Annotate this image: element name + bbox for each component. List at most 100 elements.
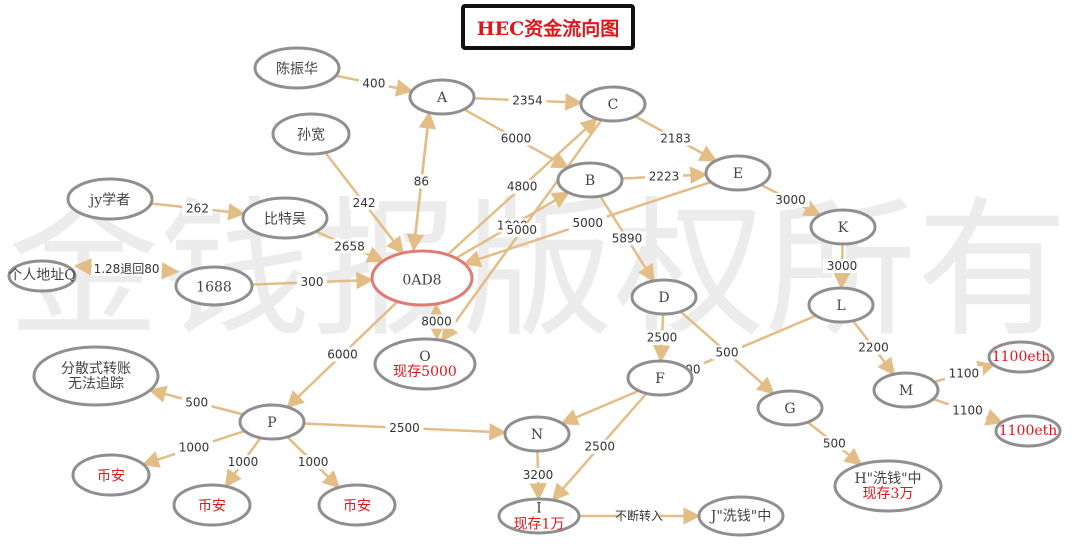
node-ellipse [66, 177, 154, 221]
edge-label-A-to-C: 2354 [512, 94, 543, 108]
node-ellipse [626, 359, 694, 397]
node-label: 分散式转账 [61, 361, 131, 377]
node-ellipse [579, 85, 647, 123]
node-label: 币安 [343, 498, 371, 514]
node-ellipse [809, 208, 877, 246]
edge-label-bg [358, 76, 389, 91]
node-hub: 0AD8 [370, 249, 474, 307]
edge-label-bg [297, 275, 328, 290]
node-label: L [836, 298, 845, 314]
edge-label-bg [224, 455, 263, 470]
edge-label-bg [568, 215, 607, 230]
edge-label-bg [385, 421, 424, 435]
edge-label-bg [823, 259, 861, 273]
edge-label-bg [323, 347, 362, 362]
node-ellipse [503, 415, 571, 453]
node-label: D [658, 290, 669, 306]
node-N: N [503, 415, 571, 453]
edges-layer: 4002354600021832223890862424800100050005… [73, 74, 1004, 525]
node-ellipse [630, 278, 698, 316]
node-ellipse [697, 495, 785, 537]
node-label: I [536, 501, 542, 517]
node-e1100a: 1100eth [987, 340, 1055, 374]
node-ellipse [317, 483, 397, 527]
node-label: 1688 [196, 279, 232, 295]
node-K: K [809, 208, 877, 246]
edge-label-bg [712, 345, 742, 360]
edge-label-L-to-M: 2200 [858, 341, 889, 355]
edge-label-sun-to-hub: 242 [353, 196, 376, 210]
node-E: E [704, 154, 772, 192]
edge-label-bg [503, 179, 542, 194]
edge-label-I-to-J: 不断转入 [615, 508, 663, 523]
node-label: 陈振华 [276, 60, 318, 77]
node-chen: 陈振华 [253, 46, 341, 90]
node-label: A [436, 90, 448, 106]
node-ellipse [241, 196, 329, 240]
node-A: A [408, 78, 476, 116]
edge-label-G-to-H: 500 [823, 436, 846, 450]
edge-label-bg [410, 174, 433, 189]
node-ellipse [71, 453, 151, 497]
edge-label-B-to-D: 5890 [612, 232, 643, 246]
edge-label-bg [620, 509, 658, 523]
edge-label-bg [944, 366, 983, 381]
edge-label-bg [643, 330, 681, 345]
node-label: F [655, 371, 665, 387]
node-ellipse [704, 154, 772, 192]
edge-label-bg [508, 93, 547, 108]
edge-label-hub-to-C: 4800 [507, 180, 538, 194]
node-ellipse [807, 286, 875, 324]
edge-label-P-to-bian3: 1000 [298, 455, 329, 469]
node-label: 现存1万 [514, 517, 565, 533]
edge-label-bg [330, 239, 369, 254]
node-label: 币安 [97, 468, 125, 484]
node-jy: jy学者 [66, 177, 154, 221]
node-ellipse [408, 78, 476, 116]
edge-label-K-to-L: 3000 [827, 259, 858, 273]
edge-label-P-to-bian1: 1000 [179, 441, 210, 455]
node-ellipse [172, 483, 252, 527]
node-label: C [608, 97, 619, 113]
node-label: N [531, 427, 543, 443]
edge-label-D-to-F: 2500 [647, 331, 678, 345]
edge-label-E-to-K: 3000 [775, 193, 806, 207]
edge-label-E-to-hub: 5000 [572, 216, 603, 230]
node-label: jy学者 [88, 192, 130, 208]
edge-label-n1688-to-hub: 300 [301, 275, 324, 289]
node-ellipse [994, 414, 1062, 448]
node-P: P [238, 403, 306, 441]
node-M: M [872, 371, 940, 409]
edge-label-bg [417, 314, 456, 329]
title-box: HEC资金流向图 [461, 4, 635, 50]
node-ellipse [253, 46, 341, 90]
node-label: 1100eth [992, 349, 1051, 365]
edge-label-bg [294, 455, 333, 470]
edge-label-bg [502, 223, 541, 238]
edge-label-bg [948, 403, 987, 418]
edge-label-P-to-bian2: 1000 [228, 455, 259, 469]
edge-label-bg [645, 169, 683, 184]
node-label: K [838, 220, 849, 236]
node-n1688: 1688 [174, 265, 254, 307]
edge-label-N-to-I: 3200 [523, 468, 554, 482]
node-C: C [579, 85, 647, 123]
edge-label-B-to-E: 2223 [649, 170, 680, 184]
node-label: 无法追踪 [68, 376, 124, 392]
diagram-title: HEC资金流向图 [476, 17, 620, 40]
node-btw: 比特吴 [241, 196, 329, 240]
node-ellipse [872, 371, 940, 409]
node-label: O [419, 349, 430, 365]
node-label: 比特吴 [264, 211, 306, 227]
node-label: 孙宽 [297, 126, 325, 143]
node-ellipse [556, 161, 624, 199]
node-L: L [807, 286, 875, 324]
node-label: G [784, 401, 795, 417]
node-ellipse [373, 337, 477, 391]
node-J: J"洗钱"中 [697, 495, 785, 537]
node-label: H"洗钱"中 [854, 471, 921, 487]
node-label: 个人地址Q [8, 268, 75, 284]
node-D: D [630, 278, 698, 316]
